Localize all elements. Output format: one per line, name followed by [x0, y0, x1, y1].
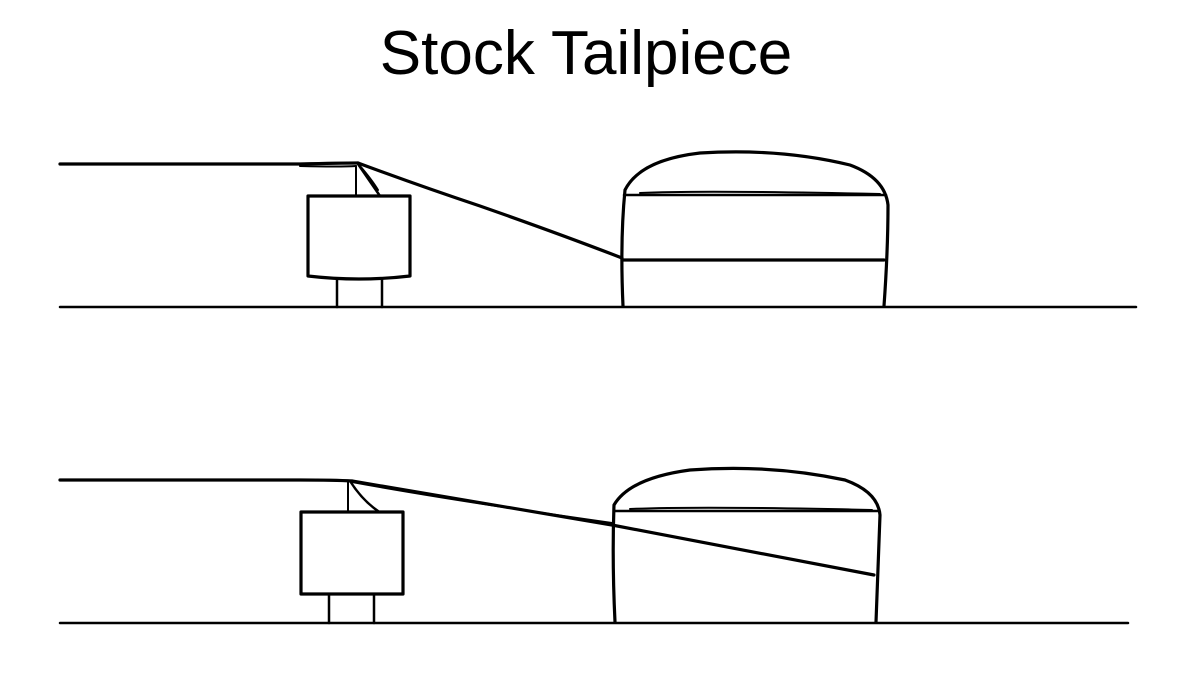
- top-string-break: [356, 161, 624, 260]
- top-string-neck: [58, 161, 360, 166]
- top-tailpiece-outline: [620, 150, 890, 308]
- top-figure: [58, 150, 1138, 309]
- diagram-title: Stock Tailpiece: [379, 19, 793, 88]
- top-bridge-body: [306, 194, 412, 281]
- bottom-string-upper: [351, 481, 613, 524]
- bottom-bridge-body: [299, 510, 405, 596]
- top-string-saddle-curve: [359, 165, 379, 191]
- bottom-tailpiece-rim: [629, 506, 873, 511]
- bottom-saddle-face: [348, 479, 380, 513]
- bottom-figure: [58, 466, 1130, 625]
- top-string-neck-lower: [299, 165, 357, 168]
- bottom-tailpiece-outline: [611, 466, 882, 624]
- bottom-string-neck: [58, 478, 354, 483]
- top-tailpiece-rim: [639, 190, 881, 195]
